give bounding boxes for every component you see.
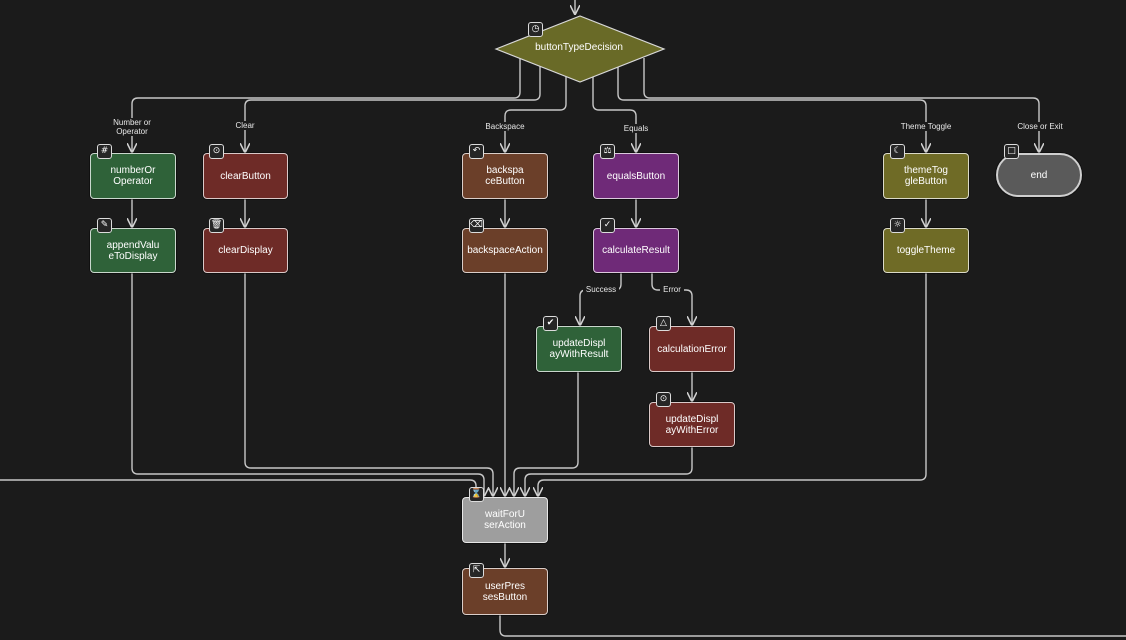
edge-decision-to-clearButton: [245, 62, 541, 152]
edge-decision-to-themeToggleButton: [617, 62, 926, 152]
node-label: backspaceAction: [467, 245, 543, 256]
edge-updateDisplayWithResult-to-wait: [514, 372, 579, 496]
alert-circle-icon: ⊙: [656, 392, 671, 407]
edge-label-backspace: Backspace: [482, 122, 528, 131]
node-toggleTheme[interactable]: toggleTheme: [883, 228, 969, 273]
backspace-icon: ⌫: [469, 218, 484, 233]
stop-square-icon: □: [1004, 144, 1019, 159]
node-clearButton[interactable]: clearButton: [203, 153, 288, 199]
node-clearDisplay[interactable]: clearDisplay: [203, 228, 288, 273]
edge-decision-to-end: [643, 58, 1039, 152]
node-label: updateDispl ayWithError: [665, 413, 719, 436]
circle-dot-icon: ⊙: [209, 144, 224, 159]
warning-triangle-icon: △: [656, 316, 671, 331]
edge-updateDisplayWithError-to-wait: [525, 446, 693, 496]
node-label: clearButton: [220, 170, 271, 182]
moon-icon: ☾: [890, 144, 905, 159]
edge-label-number-or-operator: Number or Operator: [104, 118, 160, 136]
node-end[interactable]: end: [996, 153, 1082, 197]
sun-icon: ☼: [890, 218, 905, 233]
undo-arrow-icon: ↶: [469, 144, 484, 159]
edge-calculateResult-to-updateDisplayWithResult: [580, 272, 622, 325]
node-label: calculateResult: [602, 245, 670, 256]
node-backspaceAction[interactable]: backspaceAction: [462, 228, 548, 273]
hash-icon: #: [97, 144, 112, 159]
edge-left-loop-into-wait: [0, 479, 476, 496]
edge-appendValue-to-wait: [131, 272, 484, 496]
node-label: userPres sesButton: [482, 580, 528, 603]
node-calculationError[interactable]: calculationError: [649, 326, 735, 372]
edge-clearDisplay-to-wait: [244, 272, 493, 496]
node-waitForUserAction[interactable]: waitForU serAction: [462, 497, 548, 543]
node-themeToggleButton[interactable]: themeTog gleButton: [883, 153, 969, 199]
node-backspaceButton[interactable]: backspa ceButton: [462, 153, 548, 199]
edge-userPresses-loop-out: [499, 614, 1126, 637]
edge-decision-to-backspaceButton: [505, 72, 567, 152]
node-label: themeTog gleButton: [904, 165, 948, 187]
edge-toggleTheme-to-wait: [538, 272, 927, 496]
node-label: end: [1030, 169, 1048, 181]
edge-label-error: Error: [660, 285, 684, 294]
cursor-icon: ⇱: [469, 563, 484, 578]
node-label: calculationError: [657, 343, 727, 355]
check-icon: ✔: [543, 316, 558, 331]
edge-label-success: Success: [583, 285, 619, 294]
node-label: backspa ceButton: [485, 165, 525, 187]
node-label: clearDisplay: [218, 245, 273, 256]
edge-label-equals: Equals: [618, 124, 654, 133]
node-numberOrOperator[interactable]: numberOr Operator: [90, 153, 176, 199]
node-appendValueToDisplay[interactable]: appendValu eToDisplay: [90, 228, 176, 273]
edge-label-clear: Clear: [230, 121, 260, 130]
edge-label-theme-toggle: Theme Toggle: [896, 122, 956, 131]
node-label: equalsButton: [606, 170, 666, 182]
hourglass-icon: ⌛: [469, 487, 484, 502]
trash-icon: 🗑: [209, 218, 224, 233]
scale-icon: ⚖: [600, 144, 615, 159]
edge-decision-to-numberOrOperator: [132, 58, 521, 152]
clock-icon: ◷: [528, 22, 543, 37]
edge-decision-to-equalsButton: [592, 72, 636, 152]
node-calculateResult[interactable]: calculateResult: [593, 228, 679, 273]
node-updateDisplayWithResult[interactable]: updateDispl ayWithResult: [536, 326, 622, 372]
check-circle-icon: ✓: [600, 218, 615, 233]
node-label: toggleTheme: [896, 245, 956, 256]
node-label: numberOr Operator: [110, 165, 156, 187]
edge-label-close-or-exit: Close or Exit: [1012, 122, 1068, 131]
node-updateDisplayWithError[interactable]: updateDispl ayWithError: [649, 402, 735, 447]
node-label: appendValu eToDisplay: [106, 239, 160, 262]
buttonTypeDecision-label: buttonTypeDecision: [535, 42, 623, 53]
pencil-icon: ✎: [97, 218, 112, 233]
node-label: waitForU serAction: [484, 509, 526, 531]
node-equalsButton[interactable]: equalsButton: [593, 153, 679, 199]
node-label: updateDispl ayWithResult: [549, 338, 609, 360]
